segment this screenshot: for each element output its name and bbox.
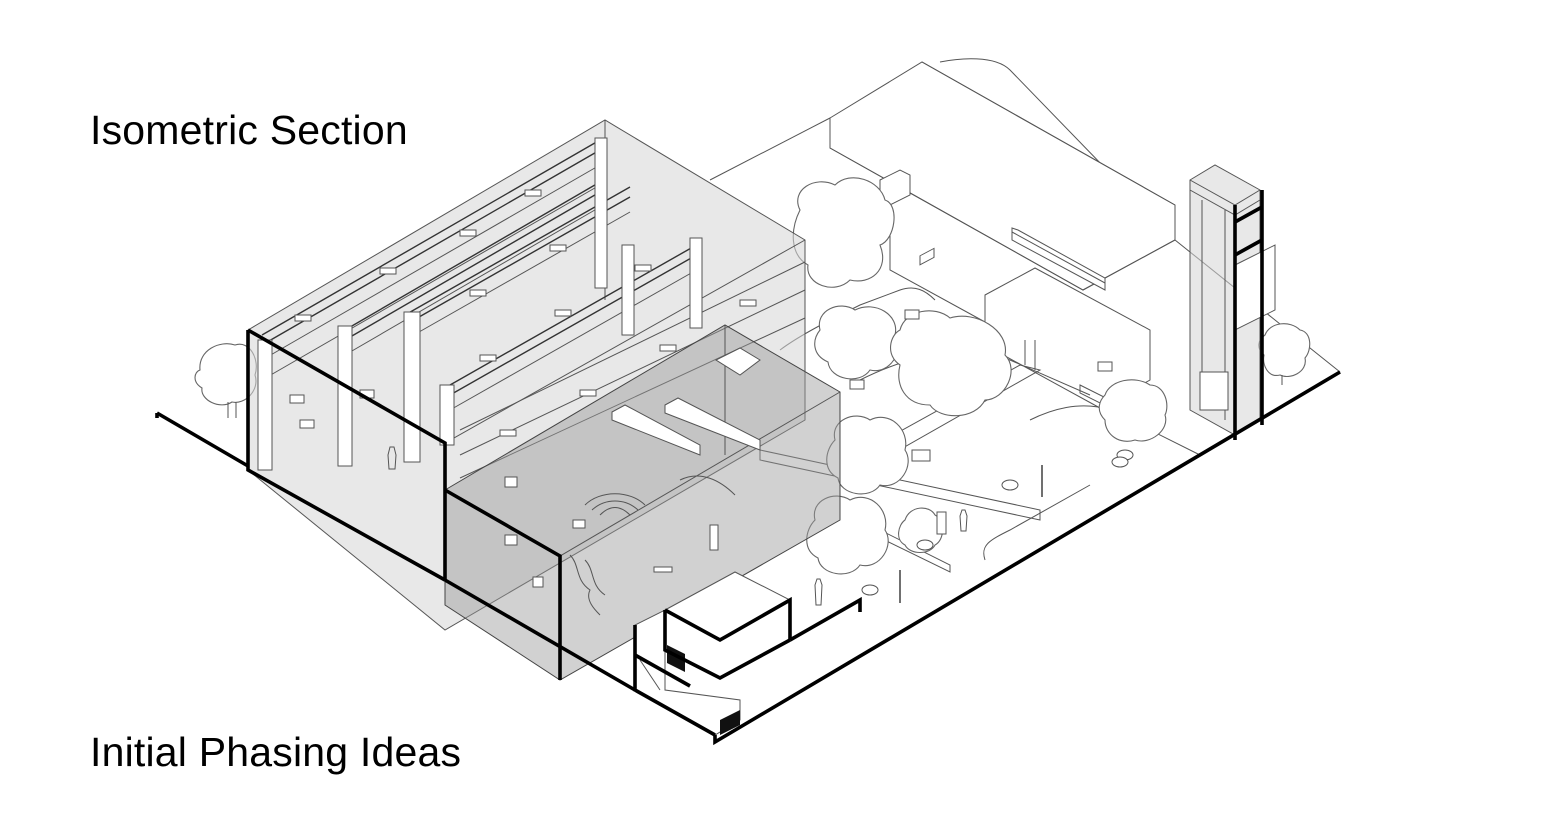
stack-posts	[257, 137, 703, 471]
section-cut-lines	[155, 328, 1341, 746]
site-furniture	[814, 247, 1134, 606]
book-boxes	[289, 189, 757, 437]
drawing-title-isometric-section: Isometric Section	[90, 107, 408, 153]
atrium-volume	[444, 324, 841, 681]
courtyard-trees	[194, 177, 1311, 575]
library-stacks-volume	[247, 119, 806, 631]
slab-building	[829, 58, 1176, 409]
circulation-tower	[1189, 164, 1276, 440]
drawing-caption-initial-phasing-ideas: Initial Phasing Ideas	[90, 729, 462, 775]
person-figure	[387, 446, 397, 470]
bookshelf-rows	[261, 139, 806, 479]
